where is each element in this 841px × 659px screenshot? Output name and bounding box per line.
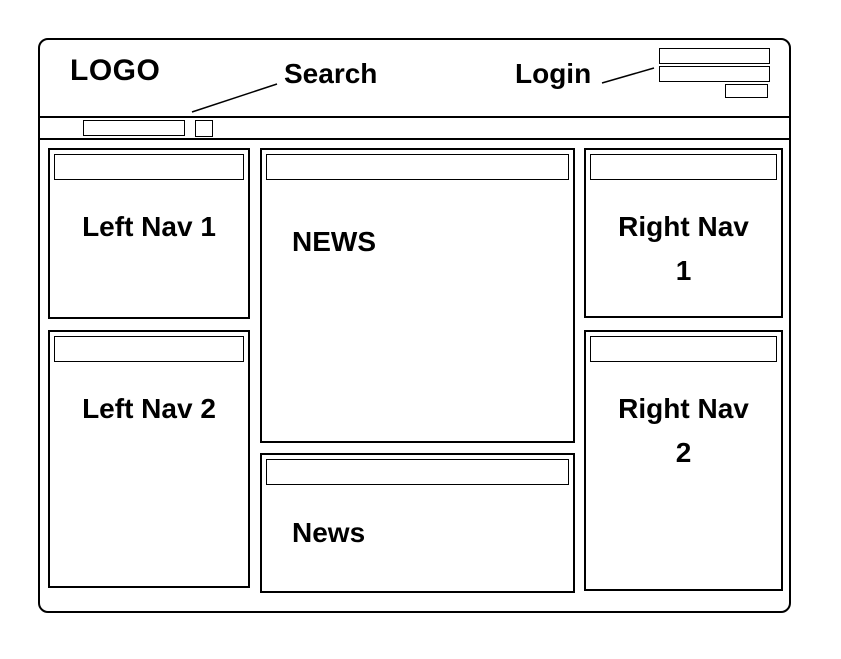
login-pointer-line <box>601 67 655 84</box>
panel-left-nav-2-header-bar <box>54 336 244 362</box>
panel-left-nav-2-label: Left Nav 2 <box>82 393 216 424</box>
search-input[interactable] <box>83 120 185 136</box>
search-pointer-line <box>191 83 278 113</box>
search-button[interactable] <box>195 120 213 137</box>
panel-left-nav-2: Left Nav 2 <box>48 330 250 588</box>
panel-left-nav-1-label: Left Nav 1 <box>82 211 216 242</box>
search-bar-row <box>38 116 791 140</box>
login-callout-label: Login <box>515 58 592 89</box>
logo: LOGO <box>70 54 161 87</box>
panel-right-nav-1-label: Right Nav 1 <box>618 211 749 286</box>
panel-news-main-label: NEWS <box>292 226 376 257</box>
panel-news-secondary-header-bar <box>266 459 569 485</box>
panel-right-nav-2-label: Right Nav 2 <box>618 393 749 468</box>
panel-news-secondary-label: News <box>292 517 366 548</box>
panel-right-nav-1: Right Nav 1 <box>584 148 783 318</box>
panel-right-nav-2-header-bar <box>590 336 777 362</box>
page-frame: LOGO Search Login Left Nav 1 Left Nav 2 … <box>38 38 791 613</box>
login-password-field[interactable] <box>659 66 770 82</box>
login-button[interactable] <box>725 84 768 98</box>
panel-left-nav-1: Left Nav 1 <box>48 148 250 319</box>
panel-left-nav-1-header-bar <box>54 154 244 180</box>
panel-news-main-header-bar <box>266 154 569 180</box>
login-username-field[interactable] <box>659 48 770 64</box>
panel-right-nav-1-header-bar <box>590 154 777 180</box>
search-callout-label: Search <box>284 58 378 89</box>
panel-news-main: NEWS <box>260 148 575 443</box>
panel-right-nav-2: Right Nav 2 <box>584 330 783 591</box>
panel-news-secondary: News <box>260 453 575 593</box>
